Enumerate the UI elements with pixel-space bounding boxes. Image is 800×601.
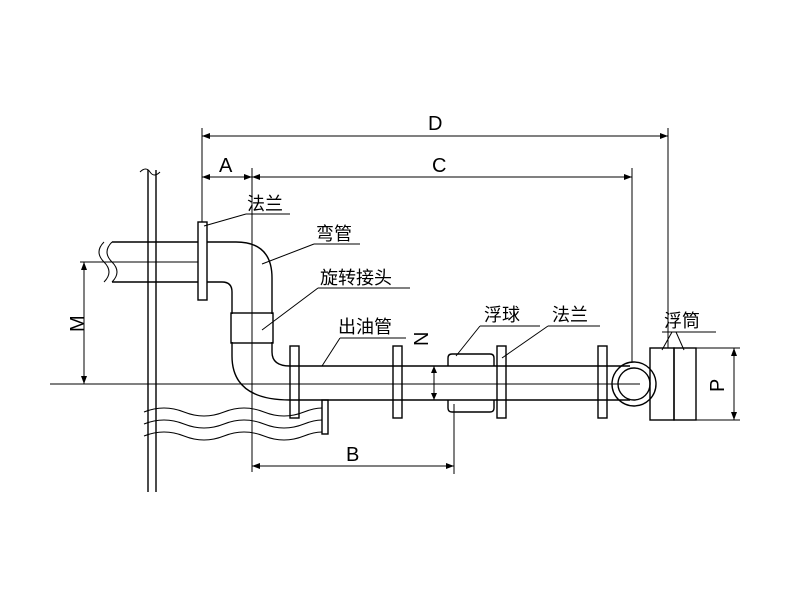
dimension-d: D xyxy=(201,113,669,348)
dim-label-a: A xyxy=(219,155,233,177)
flange-3 xyxy=(496,345,507,419)
flange-4 xyxy=(597,345,608,419)
leader-flange-right: 法兰 xyxy=(501,305,600,359)
dim-label-p: P xyxy=(707,379,729,392)
float-tube xyxy=(649,347,697,421)
tank-wall xyxy=(139,168,161,492)
leader-swivel-joint: 旋转接头 xyxy=(261,268,410,331)
flange-1 xyxy=(289,345,300,419)
pipe-flanges xyxy=(289,345,608,419)
dimension-m: M xyxy=(67,262,89,384)
label-swivel-joint: 旋转接头 xyxy=(320,268,392,289)
top-flange xyxy=(197,221,208,301)
label-elbow: 弯管 xyxy=(316,224,352,245)
label-float-tube: 浮筒 xyxy=(664,311,700,332)
leader-float-tube: 浮筒 xyxy=(661,311,716,351)
dim-label-m: M xyxy=(67,315,89,332)
inlet-pipe xyxy=(80,241,198,283)
label-flange-top: 法兰 xyxy=(247,194,283,215)
dim-label-n: N xyxy=(411,332,433,346)
label-outlet-pipe: 出油管 xyxy=(338,317,392,338)
dimension-b: B xyxy=(252,404,455,474)
elbow-pipe xyxy=(207,241,291,401)
dimension-p: P xyxy=(696,347,740,421)
leader-elbow: 弯管 xyxy=(261,224,360,265)
dim-label-c: C xyxy=(432,155,446,177)
leader-outlet-pipe: 出油管 xyxy=(321,317,406,367)
label-float-ball: 浮球 xyxy=(484,305,520,326)
leader-float-ball: 浮球 xyxy=(455,305,540,357)
oil-level-waves xyxy=(143,399,329,441)
leader-flange-top: 法兰 xyxy=(203,194,290,227)
flange-2 xyxy=(392,345,403,419)
dim-label-b: B xyxy=(346,444,359,466)
float-ball xyxy=(447,353,495,413)
label-flange-right: 法兰 xyxy=(552,305,588,326)
outlet-pipe xyxy=(50,365,640,401)
dimension-a-c: A C xyxy=(202,155,633,472)
dim-label-d: D xyxy=(428,113,442,135)
dimension-n: N xyxy=(411,332,448,401)
